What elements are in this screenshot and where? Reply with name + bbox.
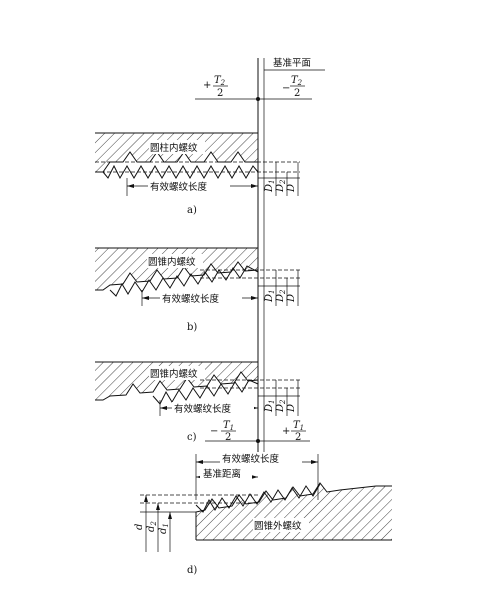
panel-b: 圆锥内螺纹 有效螺纹长度 D1 D2 D b) [95,247,300,333]
panel-b-thread-label: 圆锥内螺纹 [148,256,196,268]
top-tol-left-sign: + [203,80,211,91]
panel-b-dim-D2: D2 [275,289,287,303]
top-tol-right-sign: − [282,83,290,94]
panel-a-caption: a) [187,205,197,216]
panel-c-dim-D: D [286,404,297,413]
panel-c-length-label: 有效螺纹长度 [174,403,232,415]
panel-a-dim-D1: D1 [264,180,276,194]
top-tolerance: + T2 2 − T2 2 [195,75,312,101]
panel-d-thread-label: 圆锥外螺纹 [254,520,302,532]
panel-a-dim-D: D [286,184,297,193]
panel-d-dim-d1: d1 [158,523,170,534]
panel-a-length-label: 有效螺纹长度 [150,181,208,193]
bottom-tol-left-num: T1 [223,420,234,432]
panel-b-length-label: 有效螺纹长度 [162,293,220,305]
bottom-tolerance: − T1 2 + T1 2 [205,420,310,443]
bottom-tol-right-sign: + [282,426,290,437]
panel-b-dim-D: D [286,294,297,303]
panel-a-thread-label: 圆柱内螺纹 [150,142,198,154]
panel-a-dim-D2: D2 [275,179,287,193]
top-tol-right-den: 2 [294,88,300,99]
panel-c: 圆锥内螺纹 有效螺纹长度 D1 D2 D c) [95,361,300,443]
top-tol-left-den: 2 [217,88,223,99]
top-tol-left-num: T2 [214,75,226,87]
panel-d: 有效螺纹长度 基准距离 圆锥外螺纹 d d2 d1 d) [134,452,392,576]
panel-d-dim-d2: d2 [146,521,158,532]
panel-d-dim-d: d [134,524,145,530]
panel-b-dim-D1: D1 [264,290,276,304]
bottom-tol-left-sign: − [210,426,218,437]
panel-a: 圆柱内螺纹 有效螺纹长度 D1 D2 D a) [95,132,300,216]
panel-c-dim-D1: D1 [264,400,276,414]
panel-c-thread-label: 圆锥内螺纹 [150,368,198,380]
panel-c-caption: c) [187,432,197,443]
panel-d-caption: d) [187,565,197,576]
bottom-tol-left-den: 2 [225,432,231,443]
panel-c-dim-D2: D2 [275,399,287,413]
bottom-tol-right-den: 2 [295,432,301,443]
bottom-tol-right-num: T1 [293,420,304,432]
panel-d-base-distance-label: 基准距离 [203,468,241,480]
top-tol-right-num: T2 [291,75,303,87]
panel-d-length-label: 有效螺纹长度 [222,453,280,465]
panel-b-caption: b) [187,322,197,333]
datum-plane-label: 基准平面 [273,57,311,69]
